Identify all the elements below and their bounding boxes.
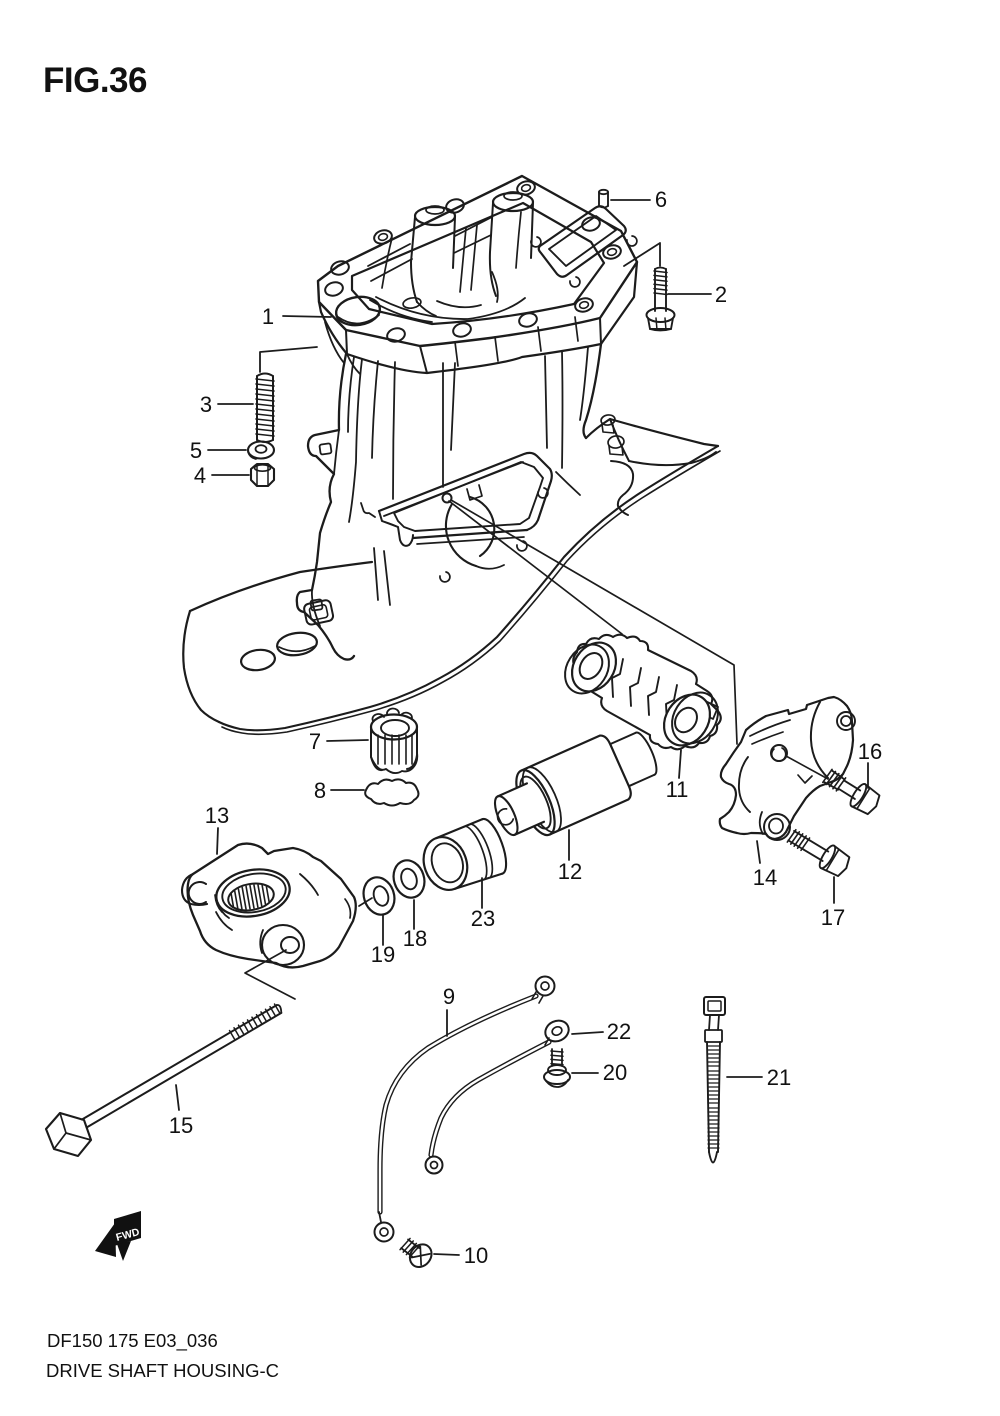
svg-text:19: 19 [371,942,395,967]
svg-text:FIG.36: FIG.36 [43,61,147,100]
svg-text:1: 1 [262,304,274,329]
svg-text:2: 2 [715,282,727,307]
svg-text:21: 21 [767,1065,791,1090]
svg-text:13: 13 [205,803,229,828]
svg-text:18: 18 [403,926,427,951]
svg-text:3: 3 [200,392,212,417]
svg-text:6: 6 [655,187,667,212]
svg-text:DRIVE SHAFT HOUSING-C: DRIVE SHAFT HOUSING-C [46,1360,279,1381]
svg-text:9: 9 [443,984,455,1009]
svg-text:7: 7 [309,729,321,754]
svg-text:DF150 175 E03_036: DF150 175 E03_036 [47,1330,218,1352]
svg-text:4: 4 [194,463,206,488]
svg-text:17: 17 [821,905,845,930]
svg-text:14: 14 [753,865,777,890]
svg-text:12: 12 [558,859,582,884]
svg-text:8: 8 [314,778,326,803]
svg-text:15: 15 [169,1113,193,1138]
svg-text:10: 10 [464,1243,488,1268]
svg-text:5: 5 [190,438,202,463]
svg-text:22: 22 [607,1019,631,1044]
svg-text:20: 20 [603,1060,627,1085]
svg-text:16: 16 [858,739,882,764]
svg-text:23: 23 [471,906,495,931]
svg-text:11: 11 [666,777,689,802]
